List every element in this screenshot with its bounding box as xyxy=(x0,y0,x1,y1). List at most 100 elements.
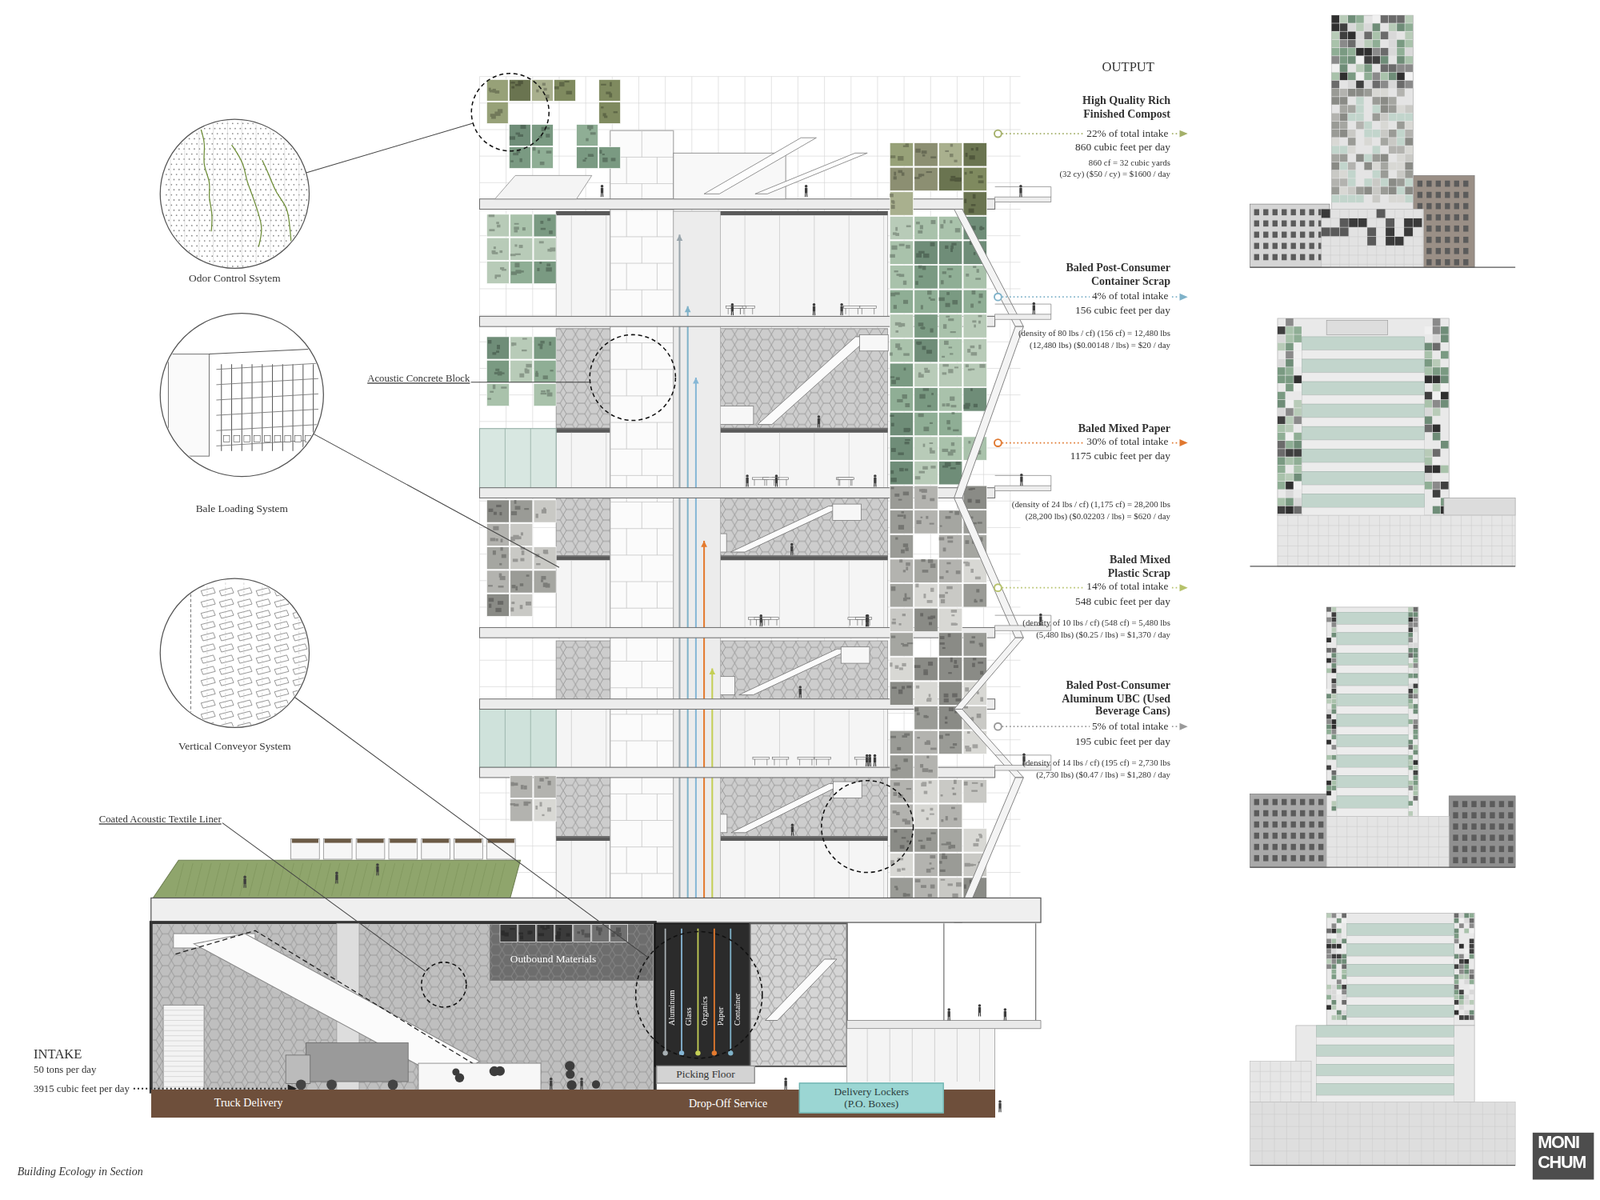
grass-texture xyxy=(221,863,230,896)
bale-texture xyxy=(520,532,524,536)
window xyxy=(1444,192,1450,199)
bale-texture xyxy=(950,331,956,333)
facade-cell xyxy=(1388,15,1397,24)
window xyxy=(1291,810,1296,817)
bale-texture xyxy=(926,740,931,743)
person xyxy=(868,754,872,758)
facade-cell xyxy=(1404,145,1413,154)
grass-texture xyxy=(240,863,248,896)
person xyxy=(580,1080,583,1087)
person xyxy=(784,1077,788,1081)
bale-texture xyxy=(956,570,961,574)
facade-cell xyxy=(1380,48,1389,56)
door-slat xyxy=(163,1024,204,1026)
facade-cell xyxy=(1364,56,1372,64)
bale-texture xyxy=(514,244,517,247)
facade-cell xyxy=(1348,32,1356,40)
facade-cell xyxy=(1440,384,1449,392)
bale-cube xyxy=(914,779,938,803)
facade-cell xyxy=(1285,432,1294,441)
person xyxy=(376,863,380,867)
bale-cube xyxy=(508,124,531,147)
bale-texture xyxy=(901,735,908,738)
facade-cell xyxy=(1285,367,1294,376)
facade-cell xyxy=(1285,351,1294,360)
facade-cell xyxy=(1440,481,1449,490)
stair-run xyxy=(954,326,1024,498)
mullion xyxy=(883,215,884,316)
stream-arrowhead xyxy=(700,540,708,548)
door-slat xyxy=(163,1086,204,1088)
person xyxy=(761,623,763,627)
bale-texture xyxy=(942,448,949,452)
neighbor-building xyxy=(1448,796,1516,868)
bale-cube xyxy=(510,500,533,523)
facade-cell xyxy=(1396,137,1405,146)
processing-floor xyxy=(556,328,888,429)
tile-line xyxy=(1512,515,1513,567)
bale-texture xyxy=(602,153,605,156)
base-wall xyxy=(1321,208,1424,268)
table xyxy=(844,306,860,309)
bale-texture xyxy=(976,838,980,842)
bale-texture xyxy=(968,155,975,160)
conveyor xyxy=(765,959,837,1021)
bale-cube xyxy=(533,799,556,822)
bale-texture xyxy=(972,843,979,847)
bale-texture xyxy=(971,148,974,151)
ceiling-band xyxy=(556,836,888,841)
bale-texture xyxy=(944,693,949,698)
tile-line xyxy=(1358,515,1360,567)
mullion xyxy=(883,560,884,628)
office-floor xyxy=(556,211,888,316)
bale-texture xyxy=(965,364,969,368)
table xyxy=(797,756,814,760)
facade-cell xyxy=(1277,465,1286,474)
window xyxy=(1281,810,1287,817)
arrowhead xyxy=(1179,723,1188,731)
bale-cube xyxy=(610,924,628,943)
facade-cell xyxy=(1372,88,1381,97)
bale-texture xyxy=(920,516,924,519)
sorting-table xyxy=(418,1063,541,1090)
conveyor xyxy=(739,648,852,695)
bale-texture xyxy=(893,792,898,796)
bale-texture xyxy=(967,731,971,734)
bale-cube xyxy=(963,584,987,608)
bale-texture xyxy=(893,829,897,832)
facade-cell xyxy=(1277,392,1286,400)
bale-texture xyxy=(914,176,920,180)
bale-cube xyxy=(889,363,913,387)
bale-texture xyxy=(894,292,900,295)
bale-texture xyxy=(928,559,933,563)
facade-cell xyxy=(1332,186,1340,195)
window xyxy=(1300,832,1305,840)
bale-texture xyxy=(924,791,928,795)
bale-texture xyxy=(926,837,932,841)
facade-cell xyxy=(1372,56,1381,64)
facade-cell xyxy=(1424,473,1433,482)
facade-cell xyxy=(1388,186,1397,195)
table xyxy=(772,756,788,760)
person xyxy=(731,306,734,312)
bale-cube xyxy=(576,147,599,169)
facade-cell xyxy=(1285,318,1294,327)
facade-cell xyxy=(1332,195,1340,204)
bale-cube xyxy=(889,143,913,167)
bale-texture xyxy=(978,320,981,324)
bale-texture xyxy=(890,376,895,378)
person xyxy=(840,312,841,316)
output-point xyxy=(994,130,1002,138)
bale-texture xyxy=(517,134,524,137)
bale-cube xyxy=(963,143,987,167)
person xyxy=(745,477,748,484)
ceiling-band xyxy=(556,211,888,216)
bale-texture xyxy=(978,833,982,836)
bale-texture xyxy=(926,171,932,173)
bale-texture xyxy=(540,390,546,392)
facade-cell xyxy=(1404,121,1413,130)
bale-texture xyxy=(976,588,980,592)
person xyxy=(1019,188,1022,194)
table-leg xyxy=(776,619,778,626)
bale-texture xyxy=(548,230,553,234)
